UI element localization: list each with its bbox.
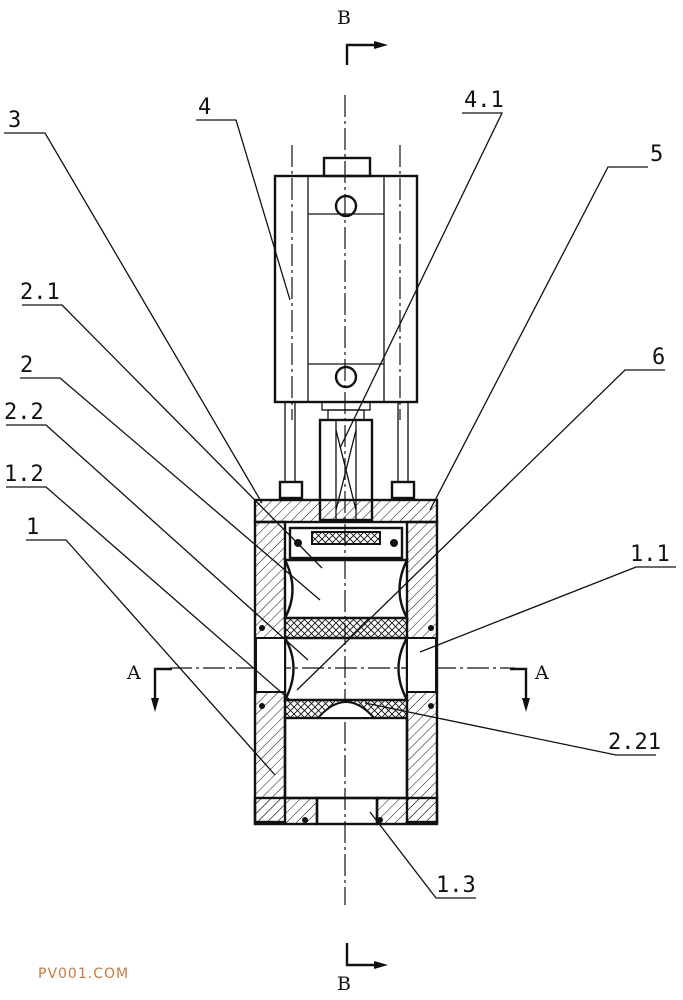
- label-part-3: 3: [8, 108, 21, 133]
- cylinder-4: [273, 145, 419, 420]
- section-label-b-top: B: [337, 7, 351, 29]
- section-marker-a-right: A: [510, 662, 549, 712]
- label-part-1: 1: [26, 515, 39, 540]
- label-part-4: 4: [198, 95, 211, 120]
- watermark: PV001.COM: [38, 966, 129, 982]
- label-part-4-1: 4.1: [464, 88, 504, 113]
- label-part-2-1: 2.1: [20, 280, 60, 305]
- label-part-2: 2: [20, 353, 33, 378]
- part-labels: 3 4 4.1 5 2.1 2 2.2 1.2 1 6 1.1 2.21 1.3: [4, 88, 670, 898]
- label-part-1-2: 1.2: [4, 462, 44, 487]
- label-part-2-2: 2.2: [4, 400, 44, 425]
- label-part-1-1: 1.1: [630, 542, 670, 567]
- label-part-2-21: 2.21: [608, 730, 661, 755]
- section-marker-a-left: A: [126, 662, 172, 712]
- leader-lines: [4, 112, 676, 899]
- label-part-1-3: 1.3: [436, 873, 476, 898]
- label-part-6: 6: [652, 345, 665, 370]
- spool-2: [282, 526, 410, 719]
- valve-body-1: [253, 498, 439, 826]
- label-part-5: 5: [650, 142, 663, 167]
- section-marker-b-bottom: B: [337, 943, 388, 995]
- section-label-a-right: A: [534, 662, 549, 684]
- section-label-b-bottom: B: [337, 973, 351, 995]
- tie-rods: [278, 401, 416, 500]
- section-marker-b-top: B: [337, 7, 388, 65]
- section-label-a-left: A: [126, 662, 141, 684]
